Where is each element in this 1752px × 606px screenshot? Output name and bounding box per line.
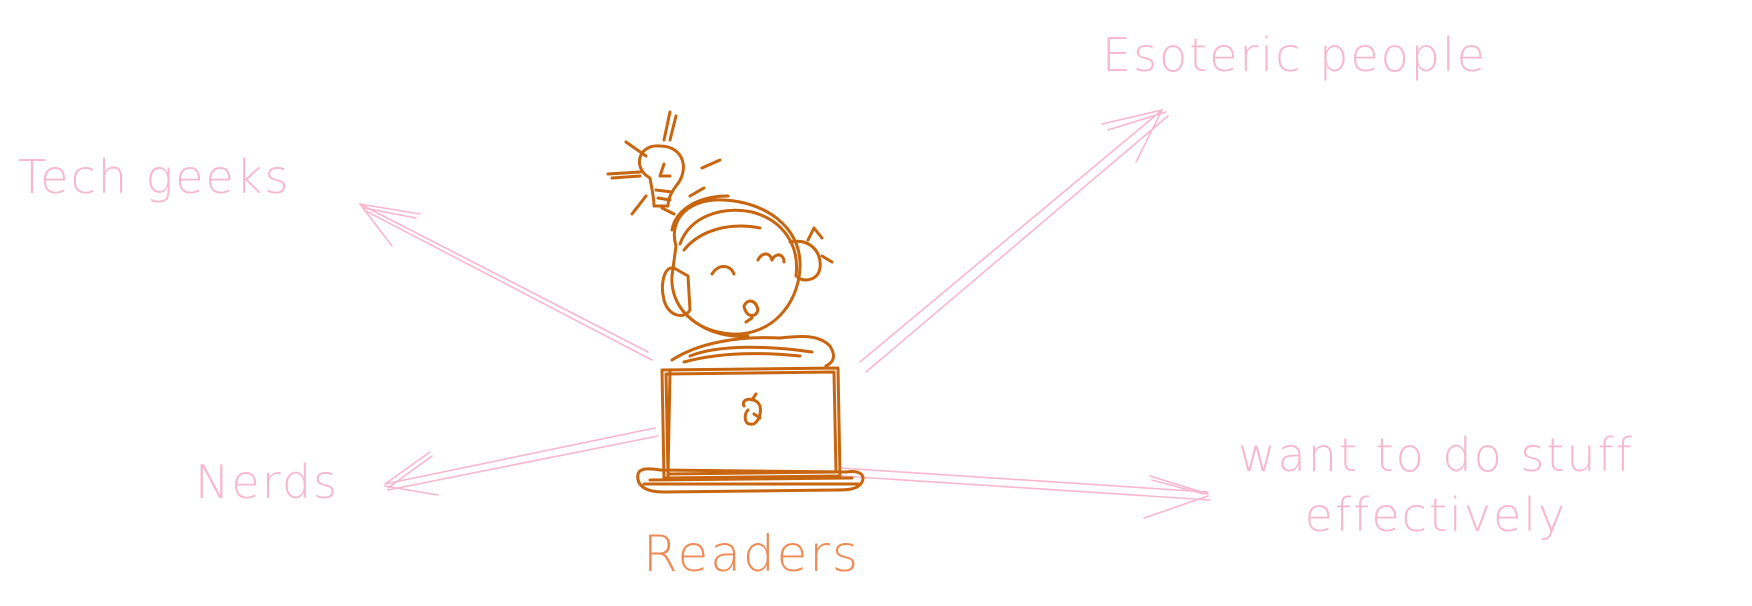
apple-logo-icon (741, 392, 762, 426)
arrow-to-esoteric-people (859, 109, 1169, 373)
lightbulb-icon (606, 110, 722, 216)
label-want-to-do-stuff-effectively: want to do stuff effectively (1238, 428, 1634, 542)
label-readers: Readers (643, 525, 861, 583)
arrow-to-want-to-do-stuff (839, 467, 1211, 519)
label-tech-geeks: Tech geeks (18, 150, 291, 204)
arrow-to-nerds (384, 427, 659, 496)
label-nerds: Nerds (195, 455, 339, 509)
arrow-to-tech-geeks (359, 203, 653, 361)
label-esoteric-people: Esoteric people (1102, 28, 1488, 82)
person-with-headphones-at-laptop-icon (606, 110, 865, 494)
